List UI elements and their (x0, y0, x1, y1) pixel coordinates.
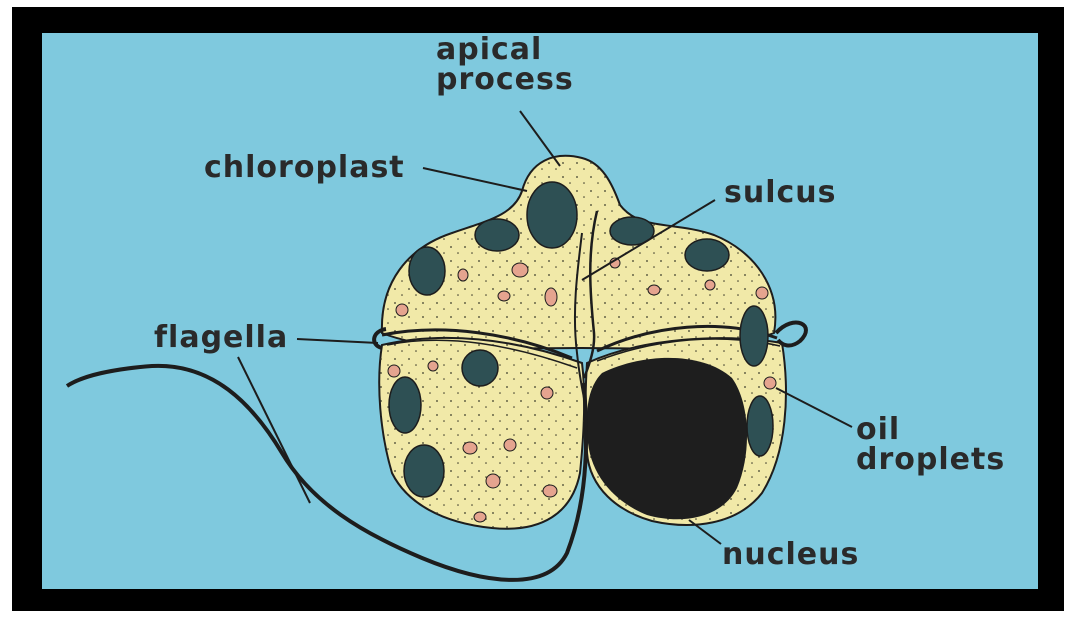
oil-droplet (498, 291, 510, 301)
chloroplast (462, 350, 498, 386)
oil-droplet (396, 304, 408, 316)
oil-droplet (545, 288, 557, 306)
oil-droplets-label-line1: oil (856, 415, 1005, 445)
apical-process-label: apical process (436, 35, 574, 95)
oil-droplet (388, 365, 400, 377)
dinoflagellate-diagram (42, 33, 1038, 589)
chloroplast (527, 182, 577, 248)
sulcus-label: sulcus (724, 178, 837, 208)
oil-droplet (541, 387, 553, 399)
oil-droplet (512, 263, 528, 277)
chloroplast (747, 396, 773, 456)
oil-droplet (764, 377, 776, 389)
oil-droplet (458, 269, 468, 281)
chloroplast (404, 445, 444, 497)
apical-process-label-line1: apical (436, 35, 574, 65)
oil-droplet (486, 474, 500, 488)
oil-droplet (474, 512, 486, 522)
nucleus-label: nucleus (722, 540, 859, 570)
chloroplast (389, 377, 421, 433)
apical-process-label-line2: process (436, 65, 574, 95)
oil-droplet (756, 287, 768, 299)
diagram-panel: apical process chloroplast sulcus flagel… (42, 33, 1038, 589)
oil-droplets-label: oil droplets (856, 415, 1005, 475)
oil-droplet (463, 442, 477, 454)
oil-droplet (705, 280, 715, 290)
chloroplast (685, 239, 729, 271)
flagella-label: flagella (154, 323, 288, 353)
oil-droplets-label-line2: droplets (856, 445, 1005, 475)
chloroplast (740, 306, 768, 366)
oil-droplet (543, 485, 557, 497)
chloroplast (475, 219, 519, 251)
chloroplast-label: chloroplast (204, 153, 405, 183)
chloroplast (409, 247, 445, 295)
oil-droplet (504, 439, 516, 451)
oil-droplet (648, 285, 660, 295)
oil-droplet (428, 361, 438, 371)
